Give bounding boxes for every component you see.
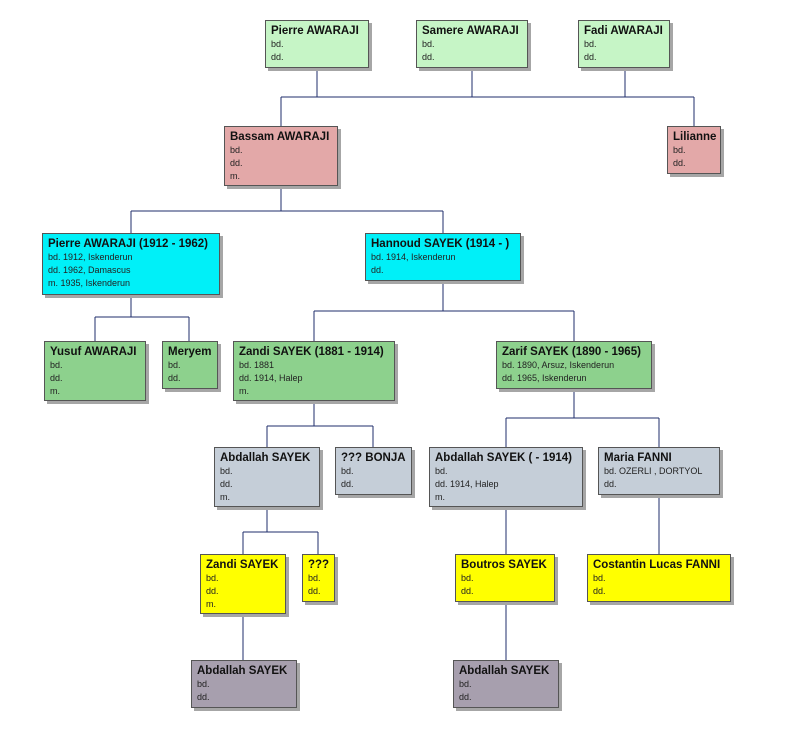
person-detail: m. xyxy=(50,386,60,396)
person-detail: m. xyxy=(220,492,230,502)
person-detail: bd. 1912, Iskenderun xyxy=(48,252,133,262)
person-detail: dd. xyxy=(584,52,597,62)
person-box-hannoud-sayek[interactable]: Hannoud SAYEK (1914 - ) bd. 1914, Iskende… xyxy=(365,233,521,281)
person-box-zandi-sayek-1881[interactable]: Zandi SAYEK (1881 - 1914) bd. 1881 dd. 191… xyxy=(233,341,395,401)
person-box-abdallah-sayek-a[interactable]: Abdallah SAYEK bd. dd. m. xyxy=(214,447,320,507)
person-detail: bd. xyxy=(422,39,435,49)
person-name: Meryem xyxy=(168,346,212,358)
person-name: Hannoud SAYEK (1914 - ) xyxy=(371,238,510,250)
person-name: Pierre AWARAJI (1912 - 1962) xyxy=(48,238,209,250)
person-detail: m. xyxy=(206,599,216,609)
person-detail: bd. xyxy=(206,573,219,583)
person-name: Lilianne xyxy=(673,131,717,143)
person-detail: bd. 1914, Iskenderun xyxy=(371,252,456,262)
person-detail: dd. xyxy=(604,479,617,489)
person-detail: dd. xyxy=(206,586,219,596)
person-detail: bd. xyxy=(230,145,243,155)
person-detail: bd. xyxy=(435,466,448,476)
person-detail: bd. xyxy=(50,360,63,370)
person-detail: dd. xyxy=(422,52,435,62)
person-detail: dd. 1914, Halep xyxy=(239,373,303,383)
person-detail: bd. xyxy=(197,679,210,689)
person-detail: m. xyxy=(230,171,240,181)
person-detail: dd. xyxy=(50,373,63,383)
person-name: Abdallah SAYEK xyxy=(459,665,550,677)
person-box-abdallah-sayek-b[interactable]: Abdallah SAYEK bd. dd. xyxy=(191,660,297,708)
person-detail: bd. xyxy=(459,679,472,689)
person-name: Samere AWARAJI xyxy=(422,25,519,37)
person-detail: dd. 1962, Damascus xyxy=(48,265,131,275)
person-box-bassam-awaraji[interactable]: Bassam AWARAJI bd. dd. m. xyxy=(224,126,338,186)
person-name: Maria FANNI xyxy=(604,452,672,464)
person-box-fadi-awaraji[interactable]: Fadi AWARAJI bd. dd. xyxy=(578,20,670,68)
person-box-zarif-sayek[interactable]: Zarif SAYEK (1890 - 1965) bd. 1890, Arsuz… xyxy=(496,341,652,389)
person-detail: dd. xyxy=(461,586,474,596)
person-name: Abdallah SAYEK xyxy=(220,452,311,464)
person-name: Abdallah SAYEK xyxy=(197,665,288,677)
person-detail: bd. xyxy=(220,466,233,476)
person-box-samere-awaraji[interactable]: Samere AWARAJI bd. dd. xyxy=(416,20,528,68)
person-detail: bd. xyxy=(341,466,354,476)
person-detail: dd. xyxy=(308,586,321,596)
person-detail: bd. xyxy=(593,573,606,583)
person-box-boutros-sayek[interactable]: Boutros SAYEK bd. dd. xyxy=(455,554,555,602)
person-box-lilianne[interactable]: Lilianne bd. dd. xyxy=(667,126,721,174)
person-box-pierre-awaraji-top[interactable]: Pierre AWARAJI bd. dd. xyxy=(265,20,369,68)
person-detail: bd. 1881 xyxy=(239,360,275,370)
person-name: ??? xyxy=(308,559,330,571)
person-detail: dd. 1914, Halep xyxy=(435,479,499,489)
person-detail: bd. xyxy=(271,39,284,49)
person-box-unknown[interactable]: ??? bd. dd. xyxy=(302,554,335,602)
person-name: Zarif SAYEK (1890 - 1965) xyxy=(502,346,641,358)
person-detail: m. xyxy=(239,386,249,396)
person-detail: bd. xyxy=(584,39,597,49)
person-detail: dd. xyxy=(230,158,243,168)
person-detail: dd. 1965, Iskenderun xyxy=(502,373,587,383)
person-box-pierre-awaraji-1912[interactable]: Pierre AWARAJI (1912 - 1962) bd. 1912, Is… xyxy=(42,233,220,295)
person-detail: bd. OZERLI , DORTYOL xyxy=(604,466,703,476)
person-name: Fadi AWARAJI xyxy=(584,25,663,37)
person-box-yusuf-awaraji[interactable]: Yusuf AWARAJI bd. dd. m. xyxy=(44,341,146,401)
person-name: Boutros SAYEK xyxy=(461,559,547,571)
person-detail: dd. xyxy=(371,265,384,275)
person-name: ??? BONJA xyxy=(341,452,406,464)
person-name: Zandi SAYEK (1881 - 1914) xyxy=(239,346,384,358)
person-name: Bassam AWARAJI xyxy=(230,131,330,143)
person-box-zandi-sayek[interactable]: Zandi SAYEK bd. dd. m. xyxy=(200,554,286,614)
person-box-costantin-fanni[interactable]: Costantin Lucas FANNI bd. dd. xyxy=(587,554,731,602)
person-detail: dd. xyxy=(197,692,210,702)
person-detail: dd. xyxy=(168,373,181,383)
person-name: Pierre AWARAJI xyxy=(271,25,359,37)
person-name: Yusuf AWARAJI xyxy=(50,346,137,358)
person-detail: m. xyxy=(435,492,445,502)
person-detail: dd. xyxy=(593,586,606,596)
person-box-abdallah-sayek-c[interactable]: Abdallah SAYEK bd. dd. xyxy=(453,660,559,708)
person-name: Abdallah SAYEK ( - 1914) xyxy=(435,452,572,464)
person-name: Zandi SAYEK xyxy=(206,559,279,571)
person-box-meryem[interactable]: Meryem bd. dd. xyxy=(162,341,218,389)
person-detail: dd. xyxy=(673,158,686,168)
person-detail: dd. xyxy=(271,52,284,62)
person-detail: bd. xyxy=(168,360,181,370)
person-box-abdallah-sayek-1914[interactable]: Abdallah SAYEK ( - 1914) bd. dd. 1914, Hal… xyxy=(429,447,583,507)
person-detail: dd. xyxy=(459,692,472,702)
person-box-maria-fanni[interactable]: Maria FANNI bd. OZERLI , DORTYOL dd. xyxy=(598,447,720,495)
person-detail: m. 1935, Iskenderun xyxy=(48,278,131,288)
person-box-bonja[interactable]: ??? BONJA bd. dd. xyxy=(335,447,412,495)
person-name: Costantin Lucas FANNI xyxy=(593,559,721,571)
person-detail: bd. 1890, Arsuz, Iskenderun xyxy=(502,360,615,370)
person-detail: dd. xyxy=(220,479,233,489)
person-detail: bd. xyxy=(308,573,321,583)
person-detail: bd. xyxy=(461,573,474,583)
person-detail: bd. xyxy=(673,145,686,155)
person-detail: dd. xyxy=(341,479,354,489)
